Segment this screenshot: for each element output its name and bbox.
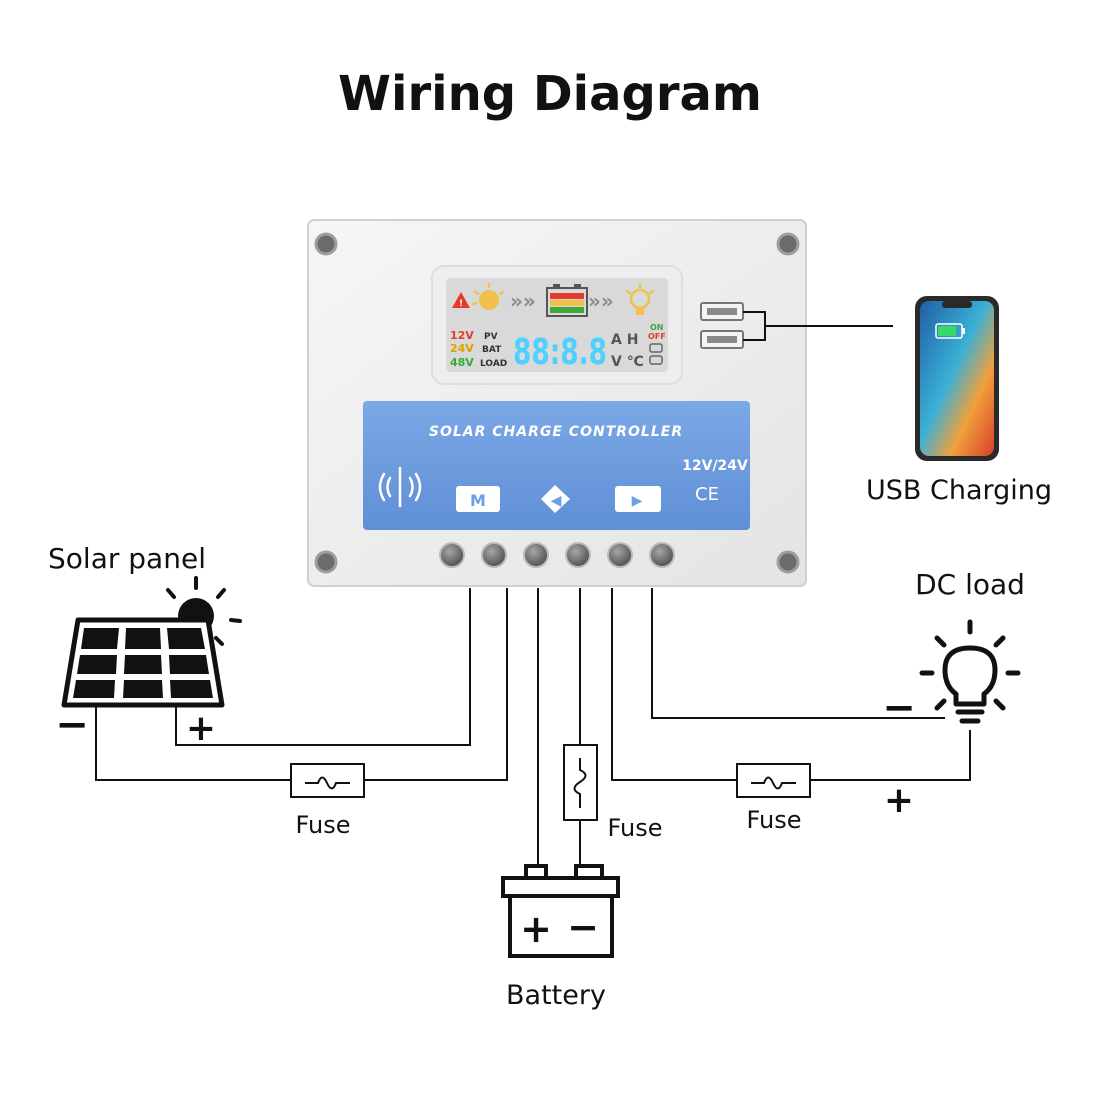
battery: + − Battery	[501, 864, 620, 1011]
terminal-knob[interactable]	[565, 542, 591, 568]
mode-button-label: M	[470, 491, 486, 510]
lcd-unit-ah: A H	[611, 332, 638, 348]
mode-button[interactable]	[456, 486, 500, 512]
solar-negative-sign: −	[55, 702, 89, 748]
lcd-load: LOAD	[480, 359, 507, 369]
solar-negative-wire	[364, 588, 508, 781]
dc-load: DC load − +	[882, 568, 1025, 821]
left-button[interactable]	[541, 485, 570, 513]
wireless-icon	[378, 466, 422, 508]
lcd-bat: BAT	[482, 345, 502, 355]
lcd-battery-icon	[546, 284, 588, 317]
fuse-battery-label: Fuse	[608, 814, 663, 842]
terminal-knob[interactable]	[481, 542, 507, 568]
lcd-bulb-icon	[626, 283, 654, 315]
mount-hole	[314, 550, 338, 574]
mount-hole	[314, 232, 338, 256]
solar-panel-label: Solar panel	[48, 542, 206, 575]
mount-hole	[776, 550, 800, 574]
dc-load-label: DC load	[915, 568, 1025, 601]
panel-title: SOLAR CHARGE CONTROLLER	[429, 424, 683, 440]
lcd-sun-icon	[471, 282, 505, 310]
svg-text:!: !	[459, 299, 463, 309]
terminal-knob[interactable]	[439, 542, 465, 568]
fuse-load-label: Fuse	[747, 806, 802, 834]
terminal-knob[interactable]	[607, 542, 633, 568]
load-negative-wire	[651, 588, 945, 719]
load-negative-sign: −	[882, 685, 916, 731]
terminal-knob[interactable]	[649, 542, 675, 568]
terminal-knob[interactable]	[523, 542, 549, 568]
charge-controller: ! 12V 24V 48V PV BAT LOAD »» »»	[307, 219, 807, 587]
rating-label: 12V/24V	[682, 458, 748, 474]
load-positive-wire	[810, 730, 971, 781]
battery-positive-sign: +	[520, 907, 552, 951]
battery-charging-icon	[935, 323, 965, 339]
load-positive-wire	[611, 588, 737, 781]
solar-positive-wire	[175, 588, 471, 746]
lcd-pv: PV	[484, 332, 498, 342]
mount-hole	[776, 232, 800, 256]
lcd-display: ! 12V 24V 48V PV BAT LOAD »» »»	[431, 265, 683, 385]
wires	[95, 311, 971, 866]
right-button-icon: ▶	[632, 493, 643, 509]
lcd-digits: 88:8.8	[513, 332, 607, 373]
smartphone: USB Charging	[866, 296, 1052, 506]
fuse-load	[736, 763, 811, 798]
lcd-arrows-icon: »»	[510, 289, 536, 313]
left-button-icon: ◀	[551, 493, 562, 509]
usb-ports	[700, 302, 744, 349]
lcd-off: OFF	[648, 332, 666, 341]
solar-negative-wire	[95, 705, 291, 781]
lcd-arrows-icon: »»	[588, 289, 614, 313]
battery-negative-sign: −	[567, 905, 599, 949]
lcd-unit-vc: V ℃	[611, 354, 644, 370]
lcd-on: ON	[650, 323, 664, 332]
ce-mark: CE	[695, 484, 719, 505]
lcd-12v: 12V	[450, 329, 474, 342]
lcd-24v: 24V	[450, 342, 474, 355]
solar-positive-sign: +	[186, 708, 216, 749]
right-button[interactable]	[615, 486, 661, 512]
solar-panel: Solar panel − +	[48, 542, 242, 749]
battery-label: Battery	[506, 980, 606, 1011]
fuse-solar	[290, 763, 365, 798]
warning-icon	[452, 292, 470, 308]
usb-charging-label: USB Charging	[866, 475, 1052, 506]
light-bulb-icon	[919, 619, 1021, 724]
diagram-title: Wiring Diagram	[338, 66, 762, 122]
control-panel: SOLAR CHARGE CONTROLLER 12V/24V CE M ◀ ▶	[363, 401, 750, 530]
lcd-48v: 48V	[450, 356, 474, 369]
load-positive-sign: +	[884, 780, 914, 821]
terminals	[439, 542, 675, 568]
fuse-battery	[563, 744, 598, 821]
fuse-solar-label: Fuse	[296, 811, 351, 839]
